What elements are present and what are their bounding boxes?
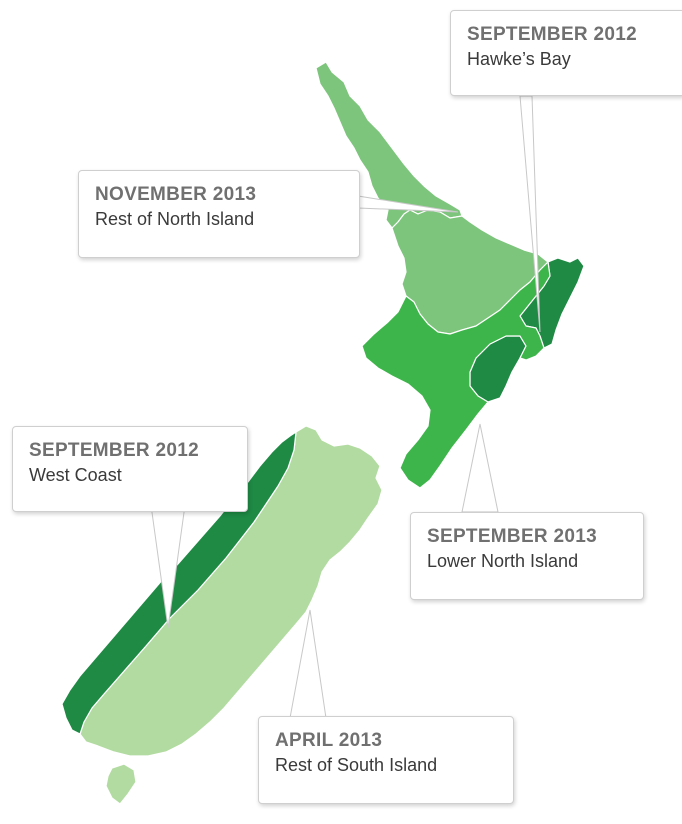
callout-rest-south: APRIL 2013 Rest of South Island	[258, 716, 514, 804]
callout-date: SEPTEMBER 2012	[29, 440, 199, 461]
callout-region: Hawke’s Bay	[467, 49, 571, 69]
callout-date: APRIL 2013	[275, 730, 383, 751]
callout-region: West Coast	[29, 465, 122, 485]
region-lower-north[interactable]	[361, 261, 551, 489]
callout-date: SEPTEMBER 2013	[427, 526, 597, 547]
callout-west-coast: SEPTEMBER 2012 West Coast	[12, 426, 248, 512]
callout-region: Rest of North Island	[95, 209, 255, 229]
callout-region: Rest of South Island	[275, 755, 438, 775]
callout-rest-north: NOVEMBER 2013 Rest of North Island	[78, 170, 360, 258]
callout-date: NOVEMBER 2013	[95, 184, 257, 205]
callout-hawkes-bay: SEPTEMBER 2012 Hawke’s Bay	[450, 10, 682, 96]
callout-region: Lower North Island	[427, 551, 579, 571]
callout-lower-north: SEPTEMBER 2013 Lower North Island	[410, 512, 644, 600]
callout-date: SEPTEMBER 2012	[467, 24, 637, 45]
region-stewart-island[interactable]	[105, 763, 137, 805]
